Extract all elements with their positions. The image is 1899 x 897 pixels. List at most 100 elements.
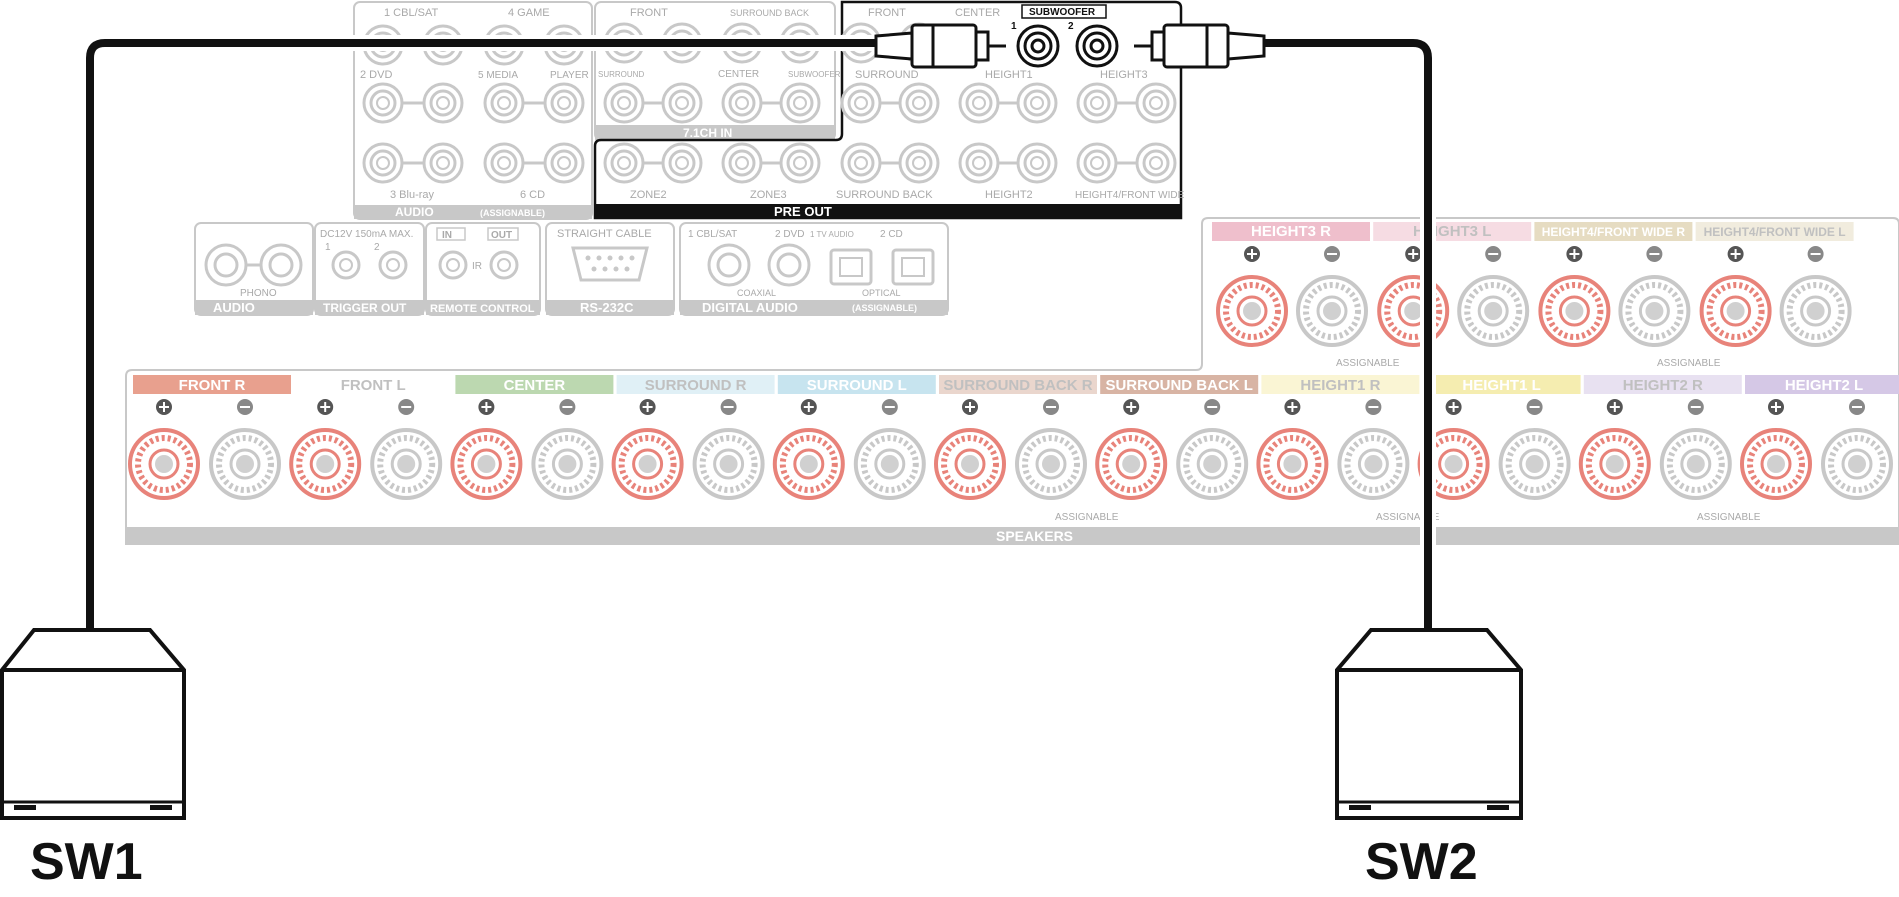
ch71-subwoofer-label: SUBWOOFER: [788, 70, 841, 79]
speakers-footer: SPEAKERS: [996, 528, 1073, 544]
pre-out-front-label: FRONT: [868, 7, 906, 19]
speaker-terminal-plus: [1740, 399, 1812, 500]
pre-out-jack: [721, 142, 763, 184]
digital-assignable: (ASSIGNABLE): [852, 303, 917, 313]
speaker-group-label: HEIGHT1 L: [1462, 377, 1540, 394]
speaker-terminal-minus: [1296, 246, 1368, 347]
audio-in-media-label: 5 MEDIA: [478, 70, 518, 81]
pre-out-jacks: [603, 22, 1177, 184]
speaker-terminal-plus: [289, 399, 362, 500]
pre-out-jack: [603, 142, 645, 184]
speaker-group-label: HEIGHT3 R: [1251, 223, 1331, 240]
speaker-group-label: SURROUND R: [645, 377, 747, 394]
ch71-in-panel: FRONT SURROUND BACK SURROUND CENTER SUBW…: [594, 1, 841, 141]
speaker-group-label: SURROUND L: [807, 377, 907, 394]
speaker-terminal-minus: [692, 399, 765, 500]
pre-out-jack: [1076, 82, 1118, 124]
speaker-terminal-minus: [1779, 246, 1852, 347]
pre-out-jack: [1016, 82, 1058, 124]
speaker-group-label: HEIGHT1 R: [1300, 377, 1380, 394]
pre-out-jack: [958, 142, 1000, 184]
trigger-out-panel: DC12V 150mA MAX. 1 2 TRIGGER OUT: [314, 222, 425, 316]
trigger-footer: TRIGGER OUT: [323, 301, 407, 315]
speaker-terminal-minus: [1457, 246, 1530, 347]
pre-out-zone3-label: ZONE3: [750, 189, 787, 201]
speaker-terminal-minus: [1176, 399, 1249, 500]
ch71-front-label: FRONT: [630, 7, 668, 19]
phono-label: PHONO: [240, 288, 277, 299]
subwoofer-1-jack: [1016, 24, 1060, 68]
subwoofer-label: SUBWOOFER: [1029, 7, 1096, 18]
audio-in-cd-label: 6 CD: [520, 189, 545, 201]
speaker-group-label: HEIGHT2 L: [1785, 377, 1863, 394]
pre-out-surround-label: SURROUND: [855, 69, 919, 81]
ch71-center-label: CENTER: [718, 69, 759, 80]
speaker-terminal-plus: [1538, 246, 1611, 347]
pre-out-jack: [1076, 142, 1118, 184]
speaker-terminal-minus: [853, 399, 926, 500]
speaker-terminal-plus: [450, 399, 523, 500]
audio-in-bluray-label: 3 Blu-ray: [390, 189, 435, 201]
audio-in-jack: [483, 142, 525, 184]
phono-panel: PHONO AUDIO: [194, 222, 314, 316]
audio-in-jack: [483, 82, 525, 124]
ch71-sb-label: SURROUND BACK: [730, 8, 809, 18]
speaker-terminal-minus: [1618, 246, 1691, 347]
pre-out-zone2-label: ZONE2: [630, 189, 667, 201]
pre-out-jack: [1135, 82, 1177, 124]
speaker-terminal-minus: [1337, 399, 1410, 500]
pre-out-height1-label: HEIGHT1: [985, 69, 1033, 81]
lower-terminals: [128, 399, 1893, 500]
remote-in-label: IN: [442, 230, 452, 241]
rs232-cable-label: STRAIGHT CABLE: [557, 228, 652, 240]
speaker-terminal-plus: [934, 399, 1006, 500]
pre-out-jack: [1016, 142, 1058, 184]
digital-dvd-label: 2 DVD: [775, 229, 804, 240]
speaker-group-label: FRONT L: [341, 377, 406, 394]
audio-in-panel: 1 CBL/SAT 4 GAME 2 DVD 5 MEDIA PLAYER 3 …: [353, 1, 593, 220]
lower-assignable-2: ASSIGNABLE: [1376, 512, 1440, 523]
pre-out-height4-label: HEIGHT4/FRONT WIDE: [1075, 190, 1185, 201]
ch71-surround-label: SURROUND: [598, 70, 644, 79]
rca-plug-2: [1134, 23, 1266, 69]
speaker-terminal-plus: [772, 399, 845, 500]
rca-plug-1: [874, 23, 1006, 69]
subwoofer-2-label: 2: [1068, 21, 1074, 32]
sw1-label: SW1: [30, 833, 143, 891]
speaker-group-label: HEIGHT2 R: [1623, 377, 1703, 394]
pre-out-height3-label: HEIGHT3: [1100, 69, 1148, 81]
speaker-terminal-plus: [1256, 399, 1329, 500]
digital-optical-label: OPTICAL: [862, 288, 901, 298]
speaker-terminal-plus: [1417, 399, 1490, 500]
ch71-jack: [603, 82, 645, 124]
pre-out-title: PRE OUT: [774, 204, 832, 219]
rs232c-panel: STRAIGHT CABLE RS-232C: [545, 222, 675, 316]
speaker-terminal-plus: [1578, 399, 1651, 500]
upper-assignable-2: ASSIGNABLE: [1657, 358, 1721, 369]
speaker-group-label: CENTER: [504, 377, 566, 394]
remote-control-panel: IN OUT IR REMOTE CONTROL: [425, 222, 541, 316]
pre-out-jack: [661, 142, 703, 184]
speaker-group-label: HEIGHT4/FRONT WIDE R: [1542, 225, 1686, 239]
audio-in-assignable: (ASSIGNABLE): [480, 208, 545, 218]
speaker-terminal-plus: [611, 399, 684, 500]
speaker-terminal-minus: [1015, 399, 1087, 500]
speaker-group-label: SURROUND BACK R: [943, 377, 1092, 394]
pre-out-jack: [898, 142, 940, 184]
subwoofer-1-label: 1: [1011, 21, 1017, 32]
trigger-n1: 1: [325, 242, 331, 253]
audio-in-player-label: PLAYER: [550, 70, 589, 81]
remote-footer: REMOTE CONTROL: [430, 303, 535, 315]
speaker-terminal-minus: [209, 399, 281, 500]
speaker-terminal-minus: [1659, 399, 1732, 500]
audio-in-jack: [543, 82, 585, 124]
upper-terminals: [1216, 246, 1852, 347]
pre-out-jack: [840, 142, 882, 184]
pre-out-jack: [779, 142, 821, 184]
digital-audio-panel: 1 CBL/SAT 2 DVD 1 TV AUDIO 2 CD COAXIAL …: [679, 222, 949, 316]
audio-in-footer: AUDIO: [395, 205, 434, 219]
